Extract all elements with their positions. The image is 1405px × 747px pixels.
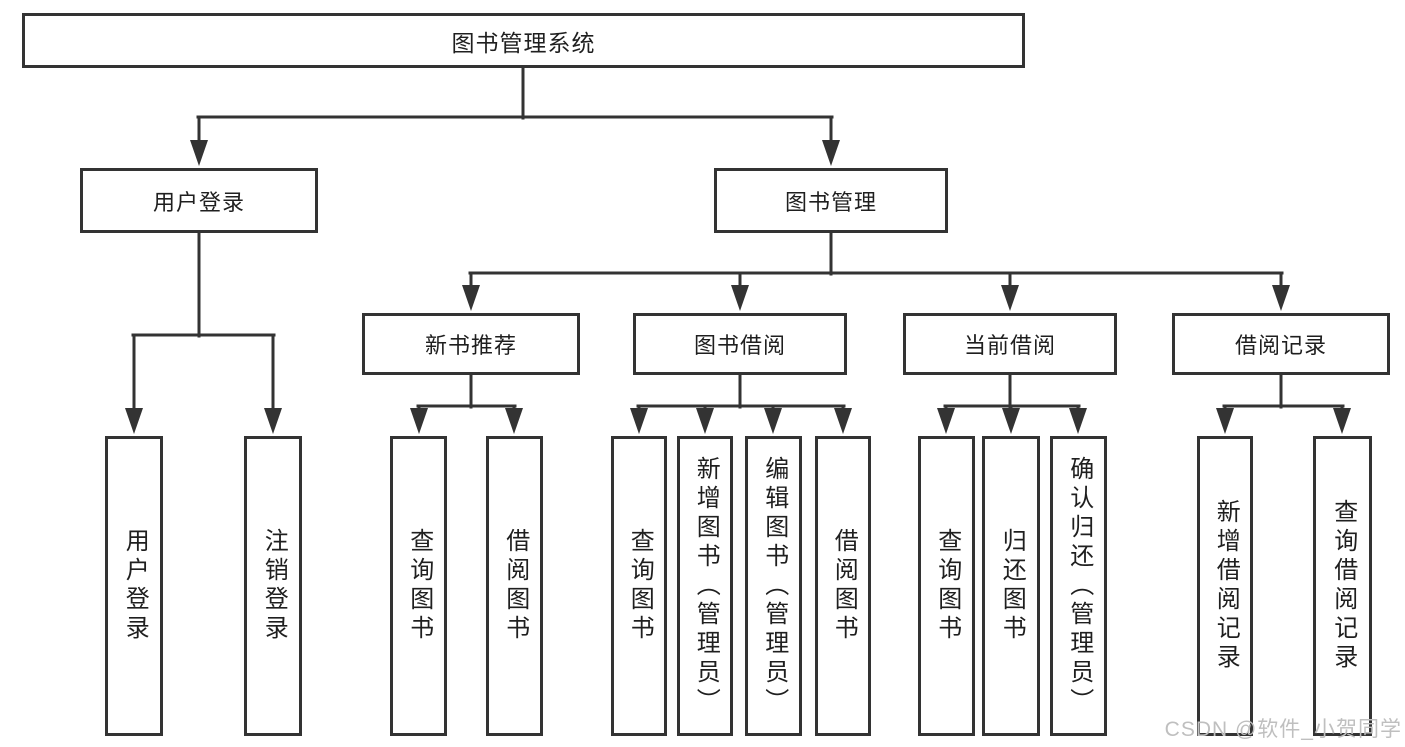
node-borrowing-records: 借阅记录 xyxy=(1172,313,1390,375)
leaf-return-books: 归还图书 xyxy=(982,436,1040,736)
node-book-management-label: 图书管理 xyxy=(784,189,877,215)
leaf-add-books-admin: 新增图书（管理员） xyxy=(677,436,733,736)
node-current-borrowing-label: 当前借阅 xyxy=(963,333,1056,358)
node-book-borrowing-label: 图书借阅 xyxy=(693,333,786,358)
node-user-login-label: 用户登录 xyxy=(152,189,245,215)
leaf-logout: 注销登录 xyxy=(244,436,302,736)
leaf-borrow-books-recommend-label: 借阅图书 xyxy=(501,528,529,644)
leaf-add-borrow-record: 新增借阅记录 xyxy=(1197,436,1253,736)
leaf-user-login: 用户登录 xyxy=(105,436,163,736)
node-root-label: 图书管理系统 xyxy=(451,29,596,56)
node-root: 图书管理系统 xyxy=(22,13,1025,68)
node-user-login: 用户登录 xyxy=(80,168,318,233)
leaf-query-books-current-label: 查询图书 xyxy=(933,528,961,644)
leaf-return-books-label: 归还图书 xyxy=(998,528,1026,644)
leaf-borrow-books-recommend: 借阅图书 xyxy=(486,436,543,736)
node-book-borrowing: 图书借阅 xyxy=(633,313,847,375)
leaf-query-books-borrowing: 查询图书 xyxy=(611,436,667,736)
leaf-query-books-recommend-label: 查询图书 xyxy=(405,528,433,644)
watermark: CSDN @软件_小贺同学 xyxy=(1164,718,1402,741)
leaf-edit-books-admin-label: 编辑图书（管理员） xyxy=(760,455,788,717)
leaf-user-login-label: 用户登录 xyxy=(121,528,149,644)
leaf-confirm-return-admin: 确认归还（管理员） xyxy=(1050,436,1107,736)
leaf-query-books-recommend: 查询图书 xyxy=(390,436,447,736)
leaf-query-books-current: 查询图书 xyxy=(918,436,975,736)
node-current-borrowing: 当前借阅 xyxy=(903,313,1117,375)
leaf-logout-label: 注销登录 xyxy=(260,528,288,644)
node-new-book-recommend: 新书推荐 xyxy=(362,313,580,375)
leaf-confirm-return-admin-label: 确认归还（管理员） xyxy=(1065,455,1093,717)
leaf-borrow-books-borrowing-label: 借阅图书 xyxy=(830,528,858,644)
node-book-management: 图书管理 xyxy=(714,168,948,233)
node-new-book-recommend-label: 新书推荐 xyxy=(424,333,517,358)
leaf-add-books-admin-label: 新增图书（管理员） xyxy=(692,455,720,717)
leaf-add-borrow-record-label: 新增借阅记录 xyxy=(1212,499,1240,673)
leaf-query-books-borrowing-label: 查询图书 xyxy=(626,528,654,644)
leaf-query-borrow-record: 查询借阅记录 xyxy=(1313,436,1372,736)
leaf-edit-books-admin: 编辑图书（管理员） xyxy=(745,436,802,736)
leaf-query-borrow-record-label: 查询借阅记录 xyxy=(1329,499,1357,673)
leaf-borrow-books-borrowing: 借阅图书 xyxy=(815,436,871,736)
arrowhead-icons xyxy=(125,140,1351,434)
node-borrowing-records-label: 借阅记录 xyxy=(1234,333,1327,358)
